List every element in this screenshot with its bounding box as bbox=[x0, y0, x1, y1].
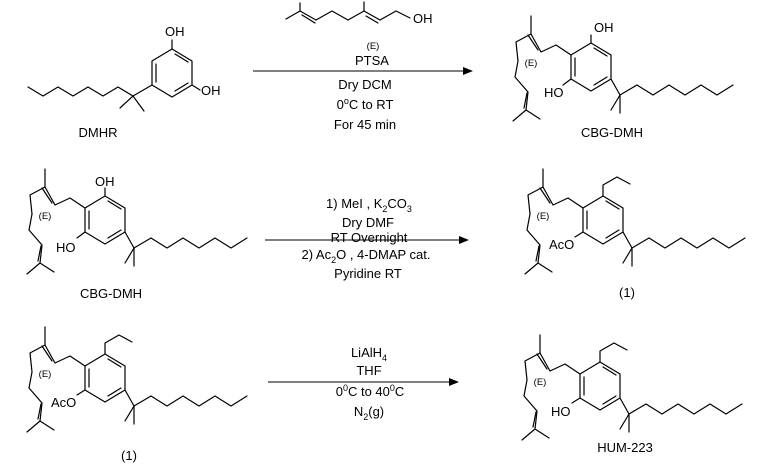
hydroxyl-label: HO bbox=[544, 85, 564, 100]
stereo-descriptor: (E) bbox=[367, 41, 380, 52]
condition-base: Pyridine RT bbox=[334, 266, 402, 281]
condition-temperature: 0oC to RT bbox=[337, 96, 394, 112]
compound-name-cbg-dmh: CBG-DMH bbox=[80, 286, 142, 301]
stereo-descriptor: (E) bbox=[537, 211, 550, 222]
cbg-dmh-reactant-structure bbox=[26, 168, 248, 275]
compound-name-1: (1) bbox=[619, 285, 635, 300]
condition-reagent: LiAlH4 bbox=[351, 345, 387, 363]
compound-name-1: (1) bbox=[121, 448, 137, 463]
stereo-descriptor: (E) bbox=[525, 58, 538, 69]
stereo-descriptor: (E) bbox=[534, 377, 547, 388]
compound-name-cbg-dmh: CBG-DMH bbox=[581, 125, 643, 140]
hydroxyl-label: HO bbox=[56, 240, 76, 255]
hydroxyl-label: OH bbox=[95, 174, 115, 189]
hydroxyl-label: OH bbox=[201, 83, 221, 98]
condition-time: For 45 min bbox=[334, 117, 396, 132]
condition-step-1-reagents: 1) MeI , K2CO3 bbox=[326, 196, 412, 214]
compound-name-hum-223: HUM-223 bbox=[597, 440, 653, 455]
acetoxy-label: AcO bbox=[549, 237, 574, 252]
hydroxyl-label: OH bbox=[413, 11, 433, 26]
intermediate-1-reactant-structure bbox=[26, 326, 248, 433]
cbg-dmh-product-structure bbox=[512, 15, 734, 122]
intermediate-1-structure bbox=[524, 168, 746, 275]
stereo-descriptor: (E) bbox=[39, 369, 52, 380]
dmhr-structure bbox=[27, 39, 201, 112]
condition-atmosphere: N2(g) bbox=[354, 404, 384, 422]
stereo-descriptor: (E) bbox=[39, 211, 52, 222]
hydroxyl-label: HO bbox=[551, 404, 571, 419]
hydroxyl-label: OH bbox=[594, 20, 614, 35]
condition-reagent: PTSA bbox=[355, 53, 389, 68]
compound-name-dmhr: DMHR bbox=[79, 125, 118, 140]
geraniol-reagent-structure bbox=[285, 1, 411, 24]
condition-step-2-reagents: 2) Ac2O , 4-DMAP cat. bbox=[301, 247, 430, 265]
condition-temperature: 00C to 400C bbox=[336, 383, 405, 399]
condition-solvent: Dry DMF bbox=[342, 215, 394, 230]
hum-223-product-structure bbox=[521, 334, 743, 441]
condition-solvent: Dry DCM bbox=[338, 77, 391, 92]
hydroxyl-label: OH bbox=[165, 24, 185, 39]
condition-solvent: THF bbox=[356, 363, 381, 378]
acetoxy-label: AcO bbox=[51, 395, 76, 410]
condition-time: RT Overnight bbox=[331, 230, 408, 245]
